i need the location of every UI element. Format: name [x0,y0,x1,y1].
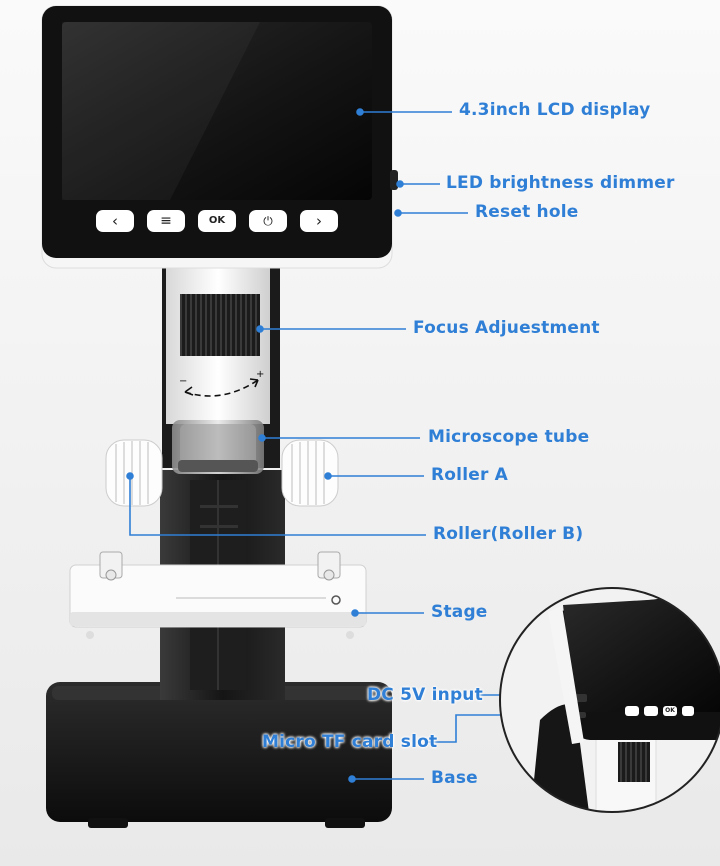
next-button[interactable]: › [300,210,338,232]
power-icon: ⏻ [263,214,273,228]
chevron-right-icon: › [316,212,322,230]
label-lcd-display: 4.3inch LCD display [459,100,651,120]
inset-back-button [625,706,639,716]
menu-button[interactable]: ≡ [147,210,185,232]
label-roller-b: Roller(Roller B) [433,524,584,544]
microscope-tube: − + [166,268,270,474]
svg-text:−: − [179,376,187,387]
label-reset-hole: Reset hole [475,202,579,222]
label-tf-slot: Micro TF card slot [262,732,438,752]
ok-label: OK [208,215,226,226]
roller-b-knob [105,439,163,507]
back-button[interactable]: ‹ [96,210,134,232]
lcd-unit [41,5,398,269]
label-dc-input: DC 5V input [367,685,483,705]
lcd-button-row: ‹ ≡ OK ⏻ › [96,210,338,236]
chevron-left-icon: ‹ [112,212,118,230]
inset-ok-label: OK [665,707,675,714]
inset-menu-button [644,706,658,716]
label-roller-a: Roller A [431,465,509,485]
label-led-dimmer: LED brightness dimmer [446,173,675,193]
inset-button-row: OK [625,706,695,718]
stage-plate [69,551,367,639]
menu-icon: ≡ [160,213,172,229]
power-button[interactable]: ⏻ [249,210,287,232]
label-base: Base [431,768,478,788]
roller-a-knob [281,439,339,507]
inset-ok-button: OK [663,706,677,716]
svg-text:+: + [256,369,264,380]
label-microscope-tube: Microscope tube [428,427,590,447]
dimmer-wheel [390,170,398,190]
ok-button[interactable]: OK [198,210,236,232]
label-focus-adjustment: Focus Adjuestment [413,318,600,338]
label-stage: Stage [431,602,488,622]
base [46,682,392,828]
inset-power-button [682,706,694,716]
lcd-screen [62,22,372,200]
